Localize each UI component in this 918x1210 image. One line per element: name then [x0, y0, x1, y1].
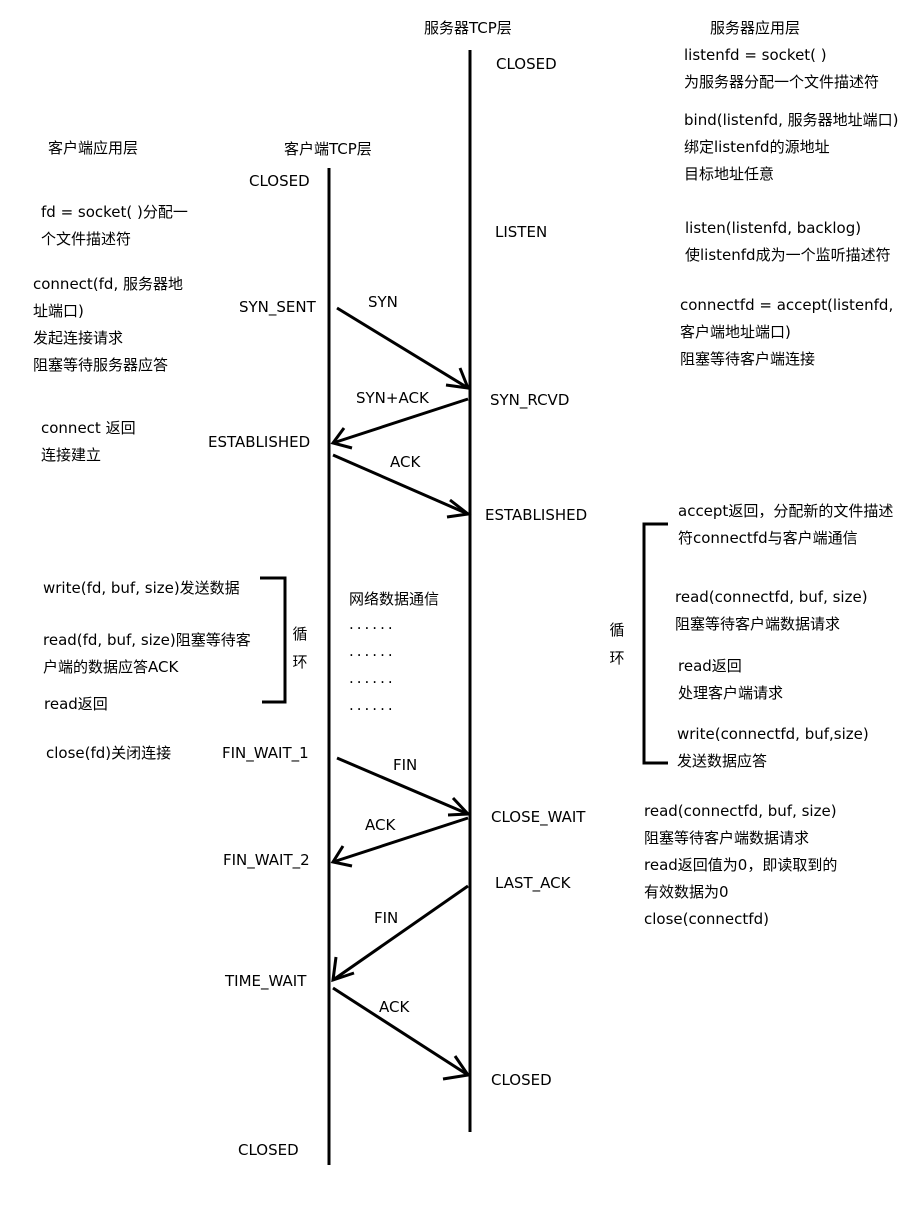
- network-dots-3: ......: [349, 669, 396, 687]
- client-note-socket: fd = socket( )分配一 个文件描述符: [41, 203, 188, 248]
- label-fin-2: FIN: [374, 909, 399, 927]
- label-ack-2: ACK: [365, 816, 396, 834]
- client-state-closed-bottom: CLOSED: [238, 1141, 299, 1159]
- server-note-close: read(connectfd, buf, size) 阻塞等待客户端数据请求 r…: [644, 802, 838, 928]
- client-state-fin-wait-1: FIN_WAIT_1: [222, 744, 309, 762]
- server-note-read: read(connectfd, buf, size) 阻塞等待客户端数据请求: [675, 588, 868, 633]
- server-loop-bracket: [642, 522, 668, 765]
- client-state-closed-top: CLOSED: [249, 172, 310, 190]
- label-fin-1: FIN: [393, 756, 418, 774]
- client-state-fin-wait-2: FIN_WAIT_2: [223, 851, 310, 869]
- client-state-time-wait: TIME_WAIT: [225, 972, 307, 990]
- server-note-accept: connectfd = accept(listenfd, 客户端地址端口) 阻塞…: [680, 296, 894, 368]
- client-note-connect: connect(fd, 服务器地 址端口) 发起连接请求 阻塞等待服务器应答: [33, 275, 183, 374]
- server-note-read-return: read返回 处理客户端请求: [678, 657, 784, 702]
- server-state-close-wait: CLOSE_WAIT: [491, 808, 586, 826]
- client-note-read-return: read返回: [44, 695, 108, 713]
- network-dots-2: ......: [349, 642, 396, 660]
- server-app-header: 服务器应用层: [710, 19, 801, 37]
- server-note-accept-return: accept返回，分配新的文件描述 符connectfd与客户端通信: [678, 502, 894, 547]
- client-tcp-header: 客户端TCP层: [284, 140, 372, 158]
- server-tcp-header: 服务器TCP层: [424, 19, 512, 37]
- server-state-closed-bottom: CLOSED: [491, 1071, 552, 1089]
- arrow-fin-2: [331, 884, 469, 983]
- server-loop-label: 循 环: [609, 621, 625, 667]
- server-note-listen: listen(listenfd, backlog) 使listenfd成为一个监…: [685, 219, 891, 264]
- label-syn: SYN: [368, 293, 398, 311]
- label-ack-1: ACK: [390, 453, 421, 471]
- server-state-listen: LISTEN: [495, 223, 548, 241]
- arrow-ack-2: [330, 816, 469, 868]
- client-state-established: ESTABLISHED: [208, 433, 311, 451]
- network-dots-1: ......: [349, 615, 396, 633]
- server-note-write: write(connectfd, buf,size) 发送数据应答: [677, 725, 869, 770]
- arrow-syn-ack: [330, 397, 469, 450]
- label-syn-ack: SYN+ACK: [356, 389, 429, 407]
- server-state-syn-rcvd: SYN_RCVD: [490, 391, 570, 409]
- server-note-socket: listenfd = socket( ) 为服务器分配一个文件描述符: [684, 46, 880, 91]
- client-state-syn-sent: SYN_SENT: [239, 298, 316, 316]
- arrow-ack-3: [332, 986, 471, 1081]
- server-state-established: ESTABLISHED: [485, 506, 588, 524]
- network-communication-label: 网络数据通信: [349, 590, 440, 608]
- client-note-connect-return: connect 返回 连接建立: [41, 419, 136, 464]
- arrow-ack-1: [332, 453, 472, 519]
- client-note-close: close(fd)关闭连接: [46, 744, 172, 762]
- label-ack-3: ACK: [379, 998, 410, 1016]
- network-dots-4: ......: [349, 696, 396, 714]
- client-app-header: 客户端应用层: [48, 139, 139, 157]
- client-note-read: read(fd, buf, size)阻塞等待客 户端的数据应答ACK: [43, 631, 251, 676]
- client-loop-bracket: [260, 576, 287, 704]
- server-state-closed-top: CLOSED: [496, 55, 557, 73]
- arrow-fin-1: [336, 756, 472, 817]
- client-note-write: write(fd, buf, size)发送数据: [43, 579, 240, 597]
- server-note-bind: bind(listenfd, 服务器地址端口) 绑定listenfd的源地址 目…: [684, 111, 899, 183]
- client-loop-label: 循 环: [292, 625, 308, 671]
- server-state-last-ack: LAST_ACK: [495, 874, 571, 892]
- arrow-syn: [336, 306, 471, 390]
